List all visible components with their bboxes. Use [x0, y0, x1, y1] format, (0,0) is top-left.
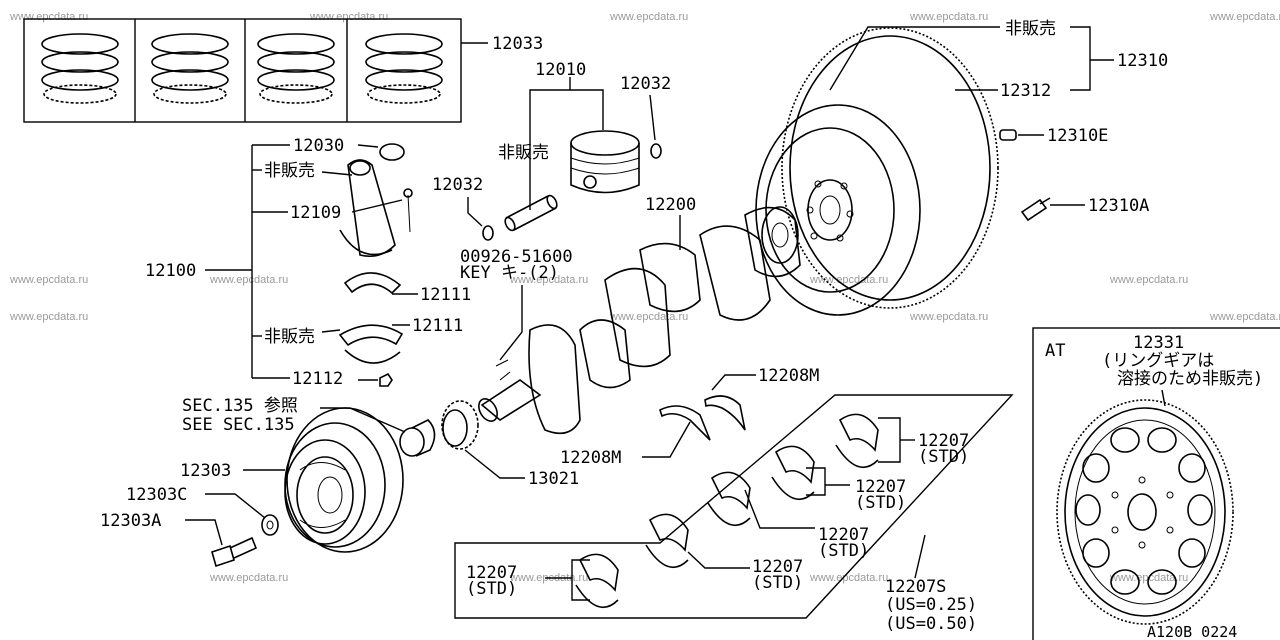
label-std: (STD): [918, 447, 969, 467]
thrust-bearing: [704, 395, 746, 431]
label-12303c: 12303C: [126, 485, 187, 505]
label-key: KEY キ-(2): [460, 263, 559, 283]
label-12303a: 12303A: [100, 511, 161, 531]
rod-nut: [379, 372, 393, 387]
piston-clip: [482, 225, 494, 241]
label-see-sec135: SEE SEC.135: [182, 415, 295, 435]
piston-ring-box: [23, 18, 462, 123]
label-12207s: 12207S: [885, 577, 946, 597]
label-12310e: 12310E: [1047, 126, 1108, 146]
label-at-note: (リングギアは: [1102, 351, 1214, 371]
dowel-pin: [999, 129, 1017, 141]
label-sec135: SEC.135 参照: [182, 396, 298, 416]
flywheel: [755, 27, 999, 316]
drive-plate: [1056, 399, 1234, 625]
watermark: www.epcdata.ru: [609, 11, 688, 23]
thrust-bearing: [659, 405, 711, 441]
label-12010: 12010: [535, 60, 586, 80]
watermark: www.epcdata.ru: [9, 11, 88, 23]
label-12112: 12112: [292, 369, 343, 389]
pulley-washer: [261, 514, 279, 536]
label-part-number: 00926-51600: [460, 247, 573, 267]
label-12032: 12032: [432, 175, 483, 195]
label-12310a: 12310A: [1088, 196, 1149, 216]
label-12208m: 12208M: [560, 448, 621, 468]
label-not-sold: 非販売: [264, 327, 315, 347]
label-std: (STD): [855, 493, 906, 513]
watermark: www.epcdata.ru: [809, 572, 888, 584]
label-12100: 12100: [145, 261, 196, 281]
ring-set: [41, 33, 119, 104]
label-12207: 12207: [466, 563, 517, 583]
ring-set: [257, 33, 335, 104]
label-12032: 12032: [620, 74, 671, 94]
sec135-bushing: [399, 419, 436, 457]
label-std: (STD): [818, 541, 869, 561]
watermark: www.epcdata.ru: [509, 274, 588, 286]
label-not-sold: 非販売: [1005, 19, 1056, 39]
label-12030: 12030: [293, 136, 344, 156]
watermark: www.epcdata.ru: [1209, 311, 1280, 323]
piston-clip: [650, 143, 662, 159]
watermark: www.epcdata.ru: [1109, 274, 1188, 286]
diagram-code: A120B 0224: [1147, 623, 1237, 640]
main-bearing: [835, 413, 879, 469]
watermark: www.epcdata.ru: [309, 11, 388, 23]
label-us025: (US=0.25): [885, 595, 977, 615]
label-12208m: 12208M: [758, 366, 819, 386]
watermark: www.epcdata.ru: [209, 274, 288, 286]
label-12109: 12109: [290, 203, 341, 223]
watermark: www.epcdata.ru: [809, 274, 888, 286]
label-12207: 12207: [752, 557, 803, 577]
main-bearing-set-outline: [454, 394, 1014, 619]
watermark: www.epcdata.ru: [9, 311, 88, 323]
label-us050: (US=0.50): [885, 614, 977, 634]
main-bearing: [575, 553, 619, 609]
label-12200: 12200: [645, 195, 696, 215]
label-12312: 12312: [1000, 81, 1051, 101]
piston-pin: [504, 194, 558, 232]
ring-set: [151, 33, 229, 104]
flywheel-bolt: [1020, 197, 1051, 222]
label-12207: 12207: [818, 525, 869, 545]
rod-bearing: [338, 324, 404, 364]
label-12111: 12111: [420, 285, 471, 305]
crankshaft: [478, 206, 801, 435]
label-12310: 12310: [1117, 51, 1168, 71]
pulley-bolt: [211, 536, 258, 568]
crank-sprocket: [441, 400, 479, 450]
label-not-sold: 非販売: [264, 161, 315, 181]
label-std: (STD): [466, 579, 517, 599]
watermark: www.epcdata.ru: [1209, 11, 1280, 23]
label-not-sold: 非販売: [498, 143, 549, 163]
watermarks: www.epcdata.ru www.epcdata.ru www.epcdat…: [9, 11, 1280, 584]
watermark: www.epcdata.ru: [9, 274, 88, 286]
label-at: AT: [1045, 341, 1065, 361]
watermark: www.epcdata.ru: [209, 572, 288, 584]
piston: [570, 130, 640, 194]
label-std: (STD): [752, 573, 803, 593]
watermark: www.epcdata.ru: [609, 311, 688, 323]
label-12033: 12033: [492, 34, 543, 54]
main-bearing: [645, 513, 689, 569]
at-box: [1032, 327, 1280, 640]
main-bearing: [707, 471, 751, 527]
label-12111: 12111: [412, 316, 463, 336]
ring-set: [365, 33, 443, 104]
label-12207: 12207: [855, 477, 906, 497]
label-12303: 12303: [180, 461, 231, 481]
rod-bearing: [343, 272, 402, 295]
watermark: www.epcdata.ru: [909, 11, 988, 23]
label-12207: 12207: [918, 431, 969, 451]
label-12331: 12331: [1133, 333, 1184, 353]
label-at-note: 溶接のため非販売): [1117, 369, 1263, 389]
connecting-rod: [339, 143, 413, 258]
crank-pulley: [284, 407, 404, 553]
watermark: www.epcdata.ru: [909, 311, 988, 323]
label-13021: 13021: [528, 469, 579, 489]
main-bearing: [771, 445, 815, 501]
